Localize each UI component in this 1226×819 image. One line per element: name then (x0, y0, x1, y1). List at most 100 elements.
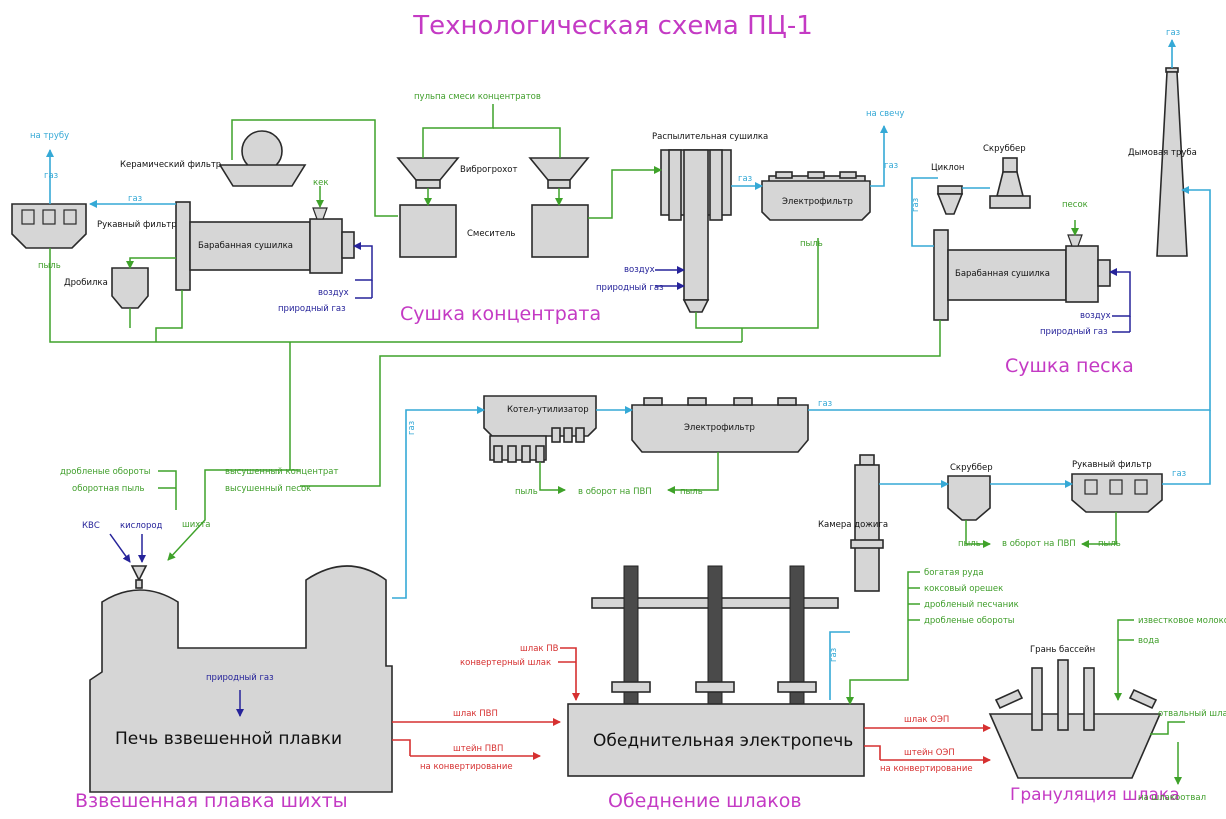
electrofilter-lower (631, 397, 809, 453)
sand-dryer-gas (911, 177, 938, 247)
matte-pvp-line (392, 739, 411, 756)
drum-dryer-sand (933, 229, 1111, 321)
label-water: вода (1138, 636, 1159, 646)
label-natgas-3: природный газ (1040, 327, 1108, 337)
label-matte-oep: штейн ОЭП (904, 748, 955, 758)
electric-furnace-label: Обеднительная электропечь (593, 731, 853, 751)
drum-dryer-concentrate-label: Барабанная сушилка (198, 241, 293, 251)
label-dust-6: пыль (1098, 539, 1121, 549)
label-dump-slag: отвальный шлак (1158, 709, 1226, 719)
concentrate-to-furnace (289, 342, 300, 471)
scrubber-dust (965, 520, 991, 548)
label-dried-sand: высушенный песок (225, 484, 311, 494)
label-to-pvp-1: в оборот на ПВП (578, 487, 652, 497)
waste-heat-boiler (483, 395, 597, 463)
diagram-title: Технологическая схема ПЦ-1 (412, 11, 813, 41)
furnace-to-chamber (829, 631, 850, 700)
ceramic-filter (218, 130, 307, 187)
granulation-pool-label: Грань бассейн (1030, 645, 1095, 655)
label-dust-2: пыль (800, 239, 823, 249)
charge-to-furnace (167, 469, 290, 561)
label-gas-7: газ (818, 399, 833, 409)
dryer-to-crusher (126, 257, 176, 269)
chimney (1156, 67, 1188, 257)
label-oxygen: кислород (120, 521, 163, 531)
label-air-2: воздух (624, 265, 655, 275)
label-to-converting-2: на конвертирование (880, 764, 973, 774)
label-natgas-1: природный газ (278, 304, 346, 314)
label-gas-5: газ (1166, 28, 1181, 38)
label-kvs: КВС (82, 521, 100, 531)
label-pulp: пульпа смеси концентратов (414, 92, 541, 102)
vibro-screen-label: Виброгрохот (460, 165, 517, 175)
vibro-screen (396, 157, 590, 189)
section-flash-smelting: Взвешенная плавка шихты (75, 790, 348, 812)
label-returns-2: дробленые обороты (924, 616, 1014, 626)
label-air-1: воздух (318, 288, 349, 298)
sand-to-furnace (300, 320, 941, 487)
bag-filter-left-label: Рукавный фильтр (97, 220, 177, 230)
label-to-slag-dump: на шлакоотвал (1138, 793, 1206, 803)
label-dried-concentrate: высушенный концентрат (225, 467, 339, 477)
air-line-sand (1109, 268, 1131, 317)
mixer-to-spray (588, 166, 662, 219)
spray-dryer (660, 149, 732, 313)
ceramic-filter-label: Керамический фильтр (120, 160, 221, 170)
kvs-line (109, 533, 131, 563)
afterburn-chamber-label: Камера дожига (818, 520, 888, 530)
air-line-1 (353, 242, 373, 281)
bag-filter-lower (1071, 473, 1163, 513)
label-gas-6: газ (911, 197, 921, 212)
scrubber-lower (947, 475, 991, 521)
label-cake: кек (313, 178, 329, 188)
label-natgas-2: природный газ (596, 283, 664, 293)
label-dust-5: пыль (958, 539, 981, 549)
section-sand-drying: Сушка песка (1005, 355, 1134, 377)
spray-dryer-label: Распылительная сушилка (652, 132, 768, 142)
spray-dust-line (695, 238, 819, 329)
cyclone (936, 185, 964, 215)
label-dust-1: пыль (38, 261, 61, 271)
waste-heat-boiler-label: Котел-утилизатор (507, 405, 589, 415)
label-air-3: воздух (1080, 311, 1111, 321)
label-rich-ore: богатая руда (924, 568, 984, 578)
label-gas-10: газ (829, 647, 839, 662)
label-matte-pvp: штейн ПВП (453, 744, 503, 754)
scrubber-upper-label: Скруббер (983, 144, 1026, 154)
ef-dust (667, 452, 719, 494)
drum-dryer-concentrate (175, 201, 355, 291)
ef-to-chimney (808, 186, 1211, 411)
label-to-pvp-2: в оборот на ПВП (1002, 539, 1076, 549)
mixer-to-ceramic (231, 119, 398, 217)
label-sandstone: дробленый песчаник (924, 600, 1019, 610)
section-slag-cleaning: Обеднение шлаков (608, 790, 802, 812)
label-lime-milk: известковое молоко (1138, 616, 1226, 626)
label-coke-nut: коксовый орешек (924, 584, 1003, 594)
label-dust-3: пыль (515, 487, 538, 497)
main-concentrate-line (49, 248, 742, 343)
electrofilter-upper-label: Электрофильтр (782, 197, 853, 207)
matte-oep-line (864, 745, 881, 760)
mixer-label: Смеситель (467, 229, 515, 239)
dump-slag-line (1150, 721, 1185, 735)
label-gas-2: газ (128, 194, 143, 204)
boiler-dust (539, 462, 566, 494)
label-gas-8: газ (407, 420, 417, 435)
label-sand: песок (1062, 200, 1088, 210)
cyclone-label: Циклон (931, 163, 964, 173)
electrofilter-lower-label: Электрофильтр (684, 423, 755, 433)
label-slag-oep: шлак ОЭП (904, 715, 949, 725)
label-converter-slag: конвертерный шлак (460, 658, 551, 668)
ef-to-candle (870, 125, 888, 187)
label-charge: шихта (182, 520, 211, 530)
chimney-label: Дымовая труба (1128, 148, 1197, 158)
bag-to-chimney (1162, 410, 1211, 485)
afterburn-chamber (850, 454, 884, 592)
lime-line (1114, 619, 1134, 701)
drum-dryer-sand-label: Барабанная сушилка (955, 269, 1050, 279)
label-gas-4: газ (884, 161, 899, 171)
crusher-label: Дробилка (64, 278, 108, 288)
section-granulation: Грануляция шлака (1010, 785, 1180, 805)
mixer (399, 204, 589, 258)
